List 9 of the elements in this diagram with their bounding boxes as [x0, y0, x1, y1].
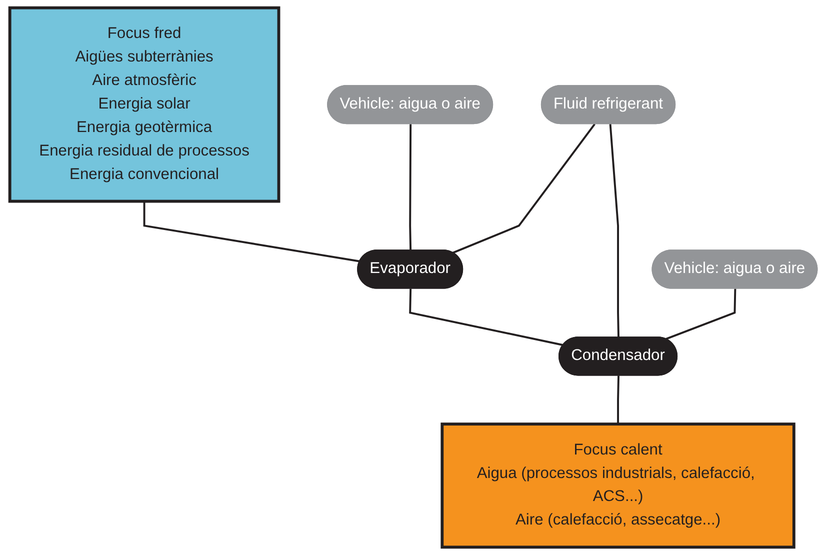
connector	[617, 376, 620, 424]
connector	[143, 201, 360, 262]
connector	[452, 124, 596, 254]
node-box: Focus calent Aigua (processos industrials, calefacció, ACS...) Aire (calefacció, assecatge...)	[440, 422, 796, 549]
node-box: Focus fred Aigües subterrànies Aire atmosfèric Energia solar Energia geotèrmica Energia residual de processos Energia convencional	[8, 6, 280, 203]
connector	[609, 124, 620, 338]
connector	[409, 288, 564, 346]
connector	[409, 124, 412, 251]
connector	[665, 288, 736, 340]
